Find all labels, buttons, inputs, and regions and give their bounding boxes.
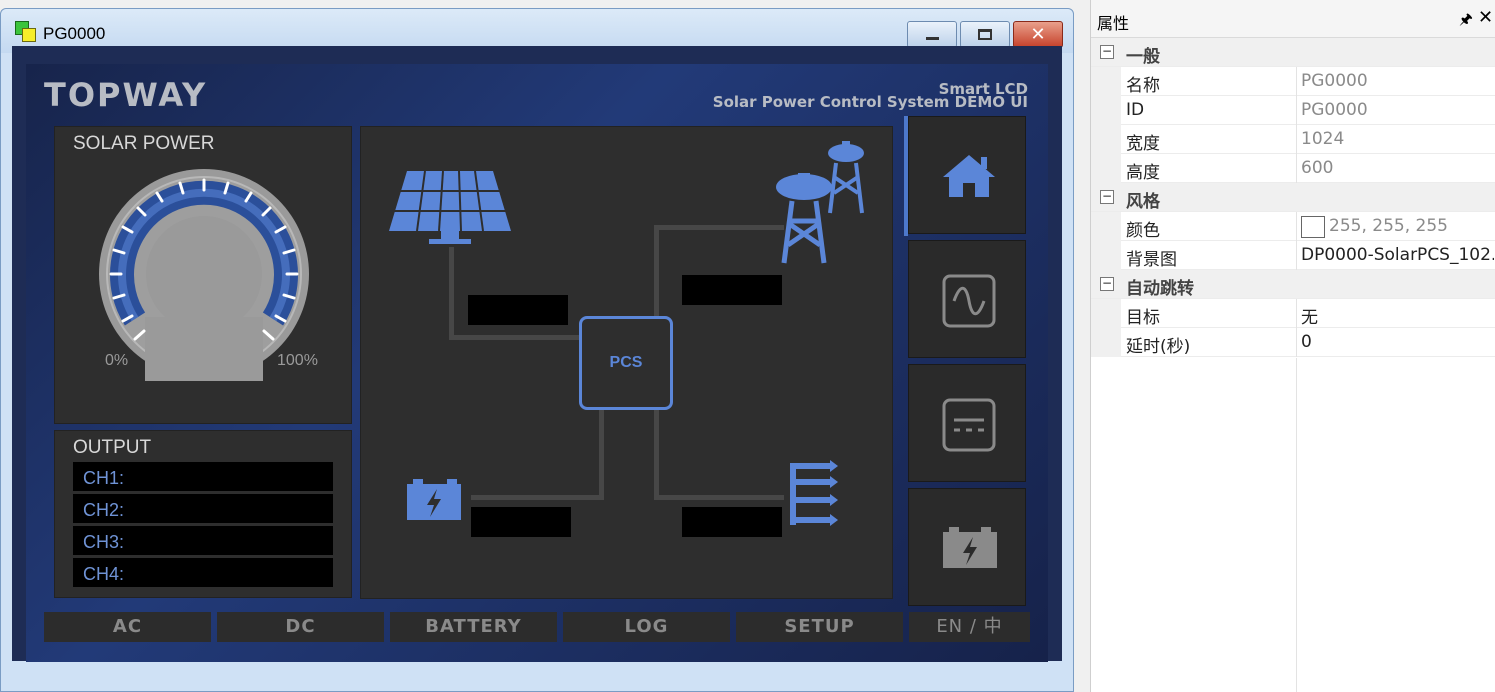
channel-row: CH4: <box>73 558 333 587</box>
property-value: PG0000 <box>1301 100 1368 120</box>
property-delay[interactable]: 延时(秒) 0 <box>1091 328 1495 357</box>
nav-active-indicator <box>904 116 908 236</box>
brand-subtitle-2: Solar Power Control System DEMO UI <box>712 93 1028 111</box>
side-nav <box>904 116 1030 608</box>
properties-panel: 属性 🖈 ✕ − 一般 名称 PG0000 ID PG0000 宽度 1024 … <box>1090 0 1495 692</box>
tab-setup[interactable]: SETUP <box>736 612 903 642</box>
solar-power-title: SOLAR POWER <box>73 133 215 154</box>
nav-ac-button[interactable] <box>908 240 1026 358</box>
output-panel: OUTPUT CH1: CH2: CH3: CH4: <box>54 430 352 598</box>
category-auto-jump[interactable]: − 自动跳转 <box>1091 270 1495 299</box>
power-flow-diagram: PCS <box>360 126 893 599</box>
battery-icon <box>943 527 997 568</box>
gauge-min-label: 0% <box>105 352 129 369</box>
channel-row: CH3: <box>73 526 333 555</box>
tab-battery[interactable]: BATTERY <box>390 612 557 642</box>
pcs-node: PCS <box>579 316 673 410</box>
lcd-preview[interactable]: TOPWAY Smart LCD Solar Power Control Sys… <box>26 64 1048 662</box>
collapse-icon[interactable]: − <box>1100 189 1114 204</box>
tab-ac[interactable]: AC <box>44 612 211 642</box>
property-target[interactable]: 目标 无 <box>1091 299 1495 328</box>
property-value: 1024 <box>1301 129 1345 149</box>
category-label: 风格 <box>1126 192 1160 212</box>
property-height[interactable]: 高度 600 <box>1091 154 1495 183</box>
language-toggle[interactable]: EN / 中 <box>909 612 1030 642</box>
maximize-icon <box>978 29 992 40</box>
color-swatch[interactable] <box>1301 216 1325 238</box>
property-key: 名称 <box>1126 76 1160 96</box>
property-value: DP0000-SolarPCS_102... <box>1301 245 1494 265</box>
power-tower-icon <box>776 141 864 264</box>
minimize-icon <box>926 37 939 40</box>
category-label: 自动跳转 <box>1126 279 1194 299</box>
properties-header: 属性 🖈 ✕ <box>1091 0 1495 38</box>
close-icon: ✕ <box>1030 24 1046 45</box>
solar-gauge <box>99 169 309 381</box>
window-title: PG0000 <box>43 24 106 43</box>
grid-value-display <box>682 275 782 305</box>
property-value: PG0000 <box>1301 71 1368 91</box>
gauge-max-label: 100% <box>277 352 318 369</box>
category-style[interactable]: − 风格 <box>1091 183 1495 212</box>
bottom-tab-bar: AC DC BATTERY LOG SETUP EN / 中 <box>44 612 1030 644</box>
solar-power-panel: SOLAR POWER <box>54 126 352 424</box>
property-value: 255, 255, 255 <box>1329 216 1448 236</box>
property-value: 0 <box>1301 332 1312 352</box>
property-key: 宽度 <box>1126 134 1160 154</box>
tab-log[interactable]: LOG <box>563 612 730 642</box>
channel-row: CH1: <box>73 462 333 491</box>
property-key: ID <box>1126 100 1145 120</box>
properties-title: 属性 <box>1097 14 1130 33</box>
category-general[interactable]: − 一般 <box>1091 38 1495 67</box>
close-icon[interactable]: ✕ <box>1478 7 1494 28</box>
property-key: 目标 <box>1126 308 1160 328</box>
brand-subtitle-1: Smart LCD <box>938 80 1028 98</box>
battery-value-display <box>471 507 571 537</box>
load-value-display <box>682 507 782 537</box>
pin-icon[interactable]: 🖈 <box>1459 10 1473 28</box>
dc-icon <box>942 398 996 452</box>
ac-wave-icon <box>942 274 996 328</box>
close-button[interactable]: ✕ <box>1013 21 1063 48</box>
window-titlebar[interactable]: PG0000 ✕ <box>1 9 1073 53</box>
property-background-image[interactable]: 背景图 DP0000-SolarPCS_102... <box>1091 241 1495 270</box>
property-key: 延时(秒) <box>1126 337 1191 357</box>
property-key: 颜色 <box>1126 221 1160 241</box>
property-name[interactable]: 名称 PG0000 <box>1091 67 1495 96</box>
app-icon <box>15 21 37 43</box>
property-id[interactable]: ID PG0000 <box>1091 96 1495 125</box>
solar-value-display <box>468 295 568 325</box>
minimize-button[interactable] <box>907 21 957 48</box>
nav-home-button[interactable] <box>908 116 1026 234</box>
solar-panel-icon <box>389 170 511 244</box>
nav-battery-button[interactable] <box>908 488 1026 606</box>
tab-dc[interactable]: DC <box>217 612 384 642</box>
battery-icon <box>407 479 461 520</box>
property-value: 无 <box>1301 308 1318 328</box>
property-width[interactable]: 宽度 1024 <box>1091 125 1495 154</box>
property-key: 高度 <box>1126 163 1160 183</box>
property-value: 600 <box>1301 158 1334 178</box>
distribution-icon <box>790 460 838 526</box>
category-label: 一般 <box>1126 47 1160 67</box>
collapse-icon[interactable]: − <box>1100 44 1114 59</box>
brand-logo: TOPWAY <box>44 76 208 114</box>
maximize-button[interactable] <box>960 21 1010 48</box>
property-color[interactable]: 颜色 255, 255, 255 <box>1091 212 1495 241</box>
nav-dc-button[interactable] <box>908 364 1026 482</box>
collapse-icon[interactable]: − <box>1100 276 1114 291</box>
output-title: OUTPUT <box>73 437 152 458</box>
home-icon <box>943 155 995 197</box>
property-key: 背景图 <box>1126 250 1177 270</box>
channel-row: CH2: <box>73 494 333 523</box>
